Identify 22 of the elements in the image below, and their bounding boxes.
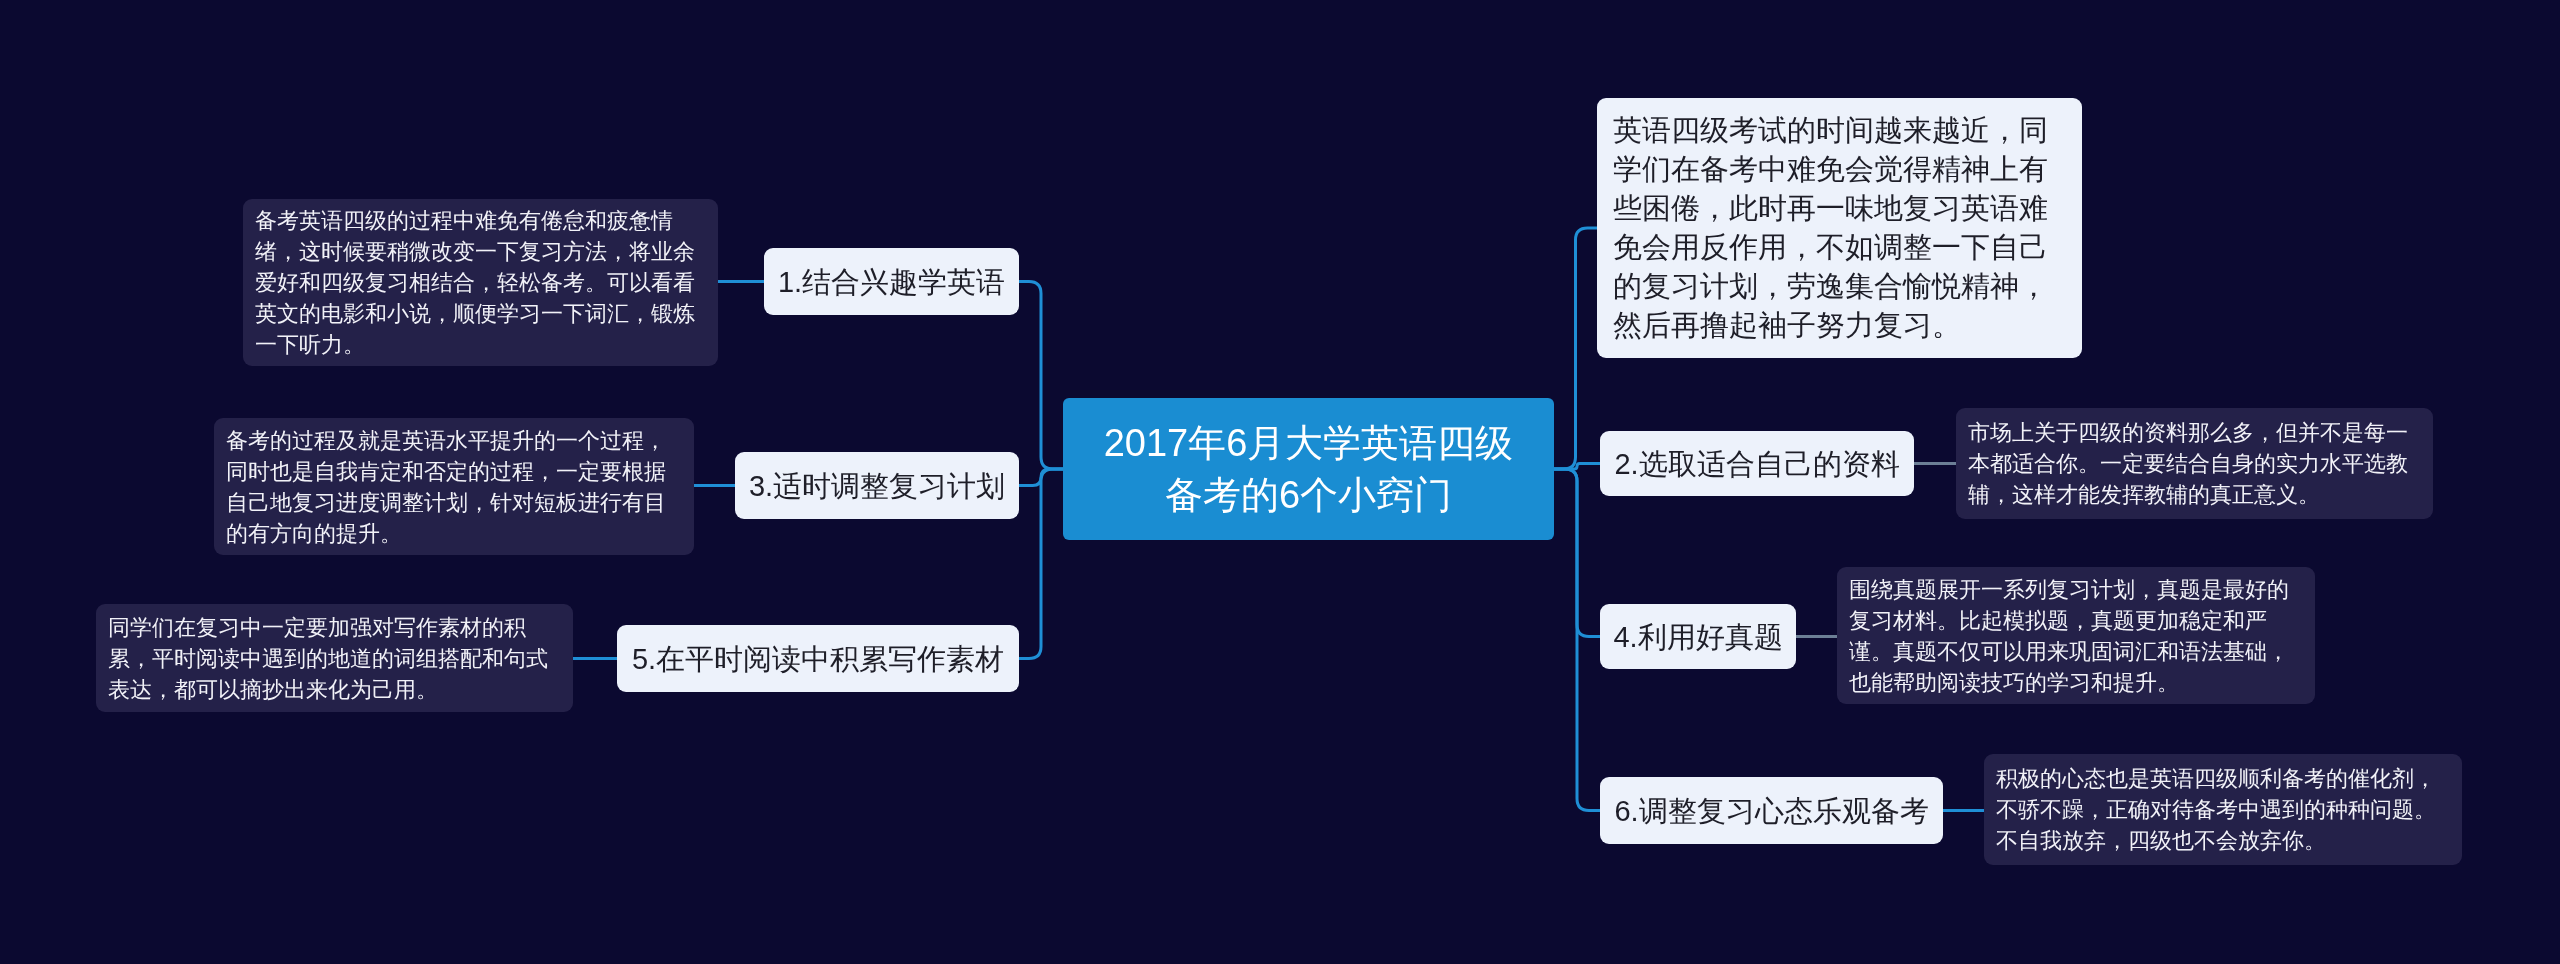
connector-line xyxy=(573,657,617,660)
connector-line xyxy=(1796,635,1837,638)
connector-line xyxy=(1914,462,1956,465)
subtopic-box: 6.调整复习心态乐观备考 xyxy=(1600,777,1943,844)
connector-line xyxy=(718,280,764,283)
connector-line xyxy=(1019,467,1063,660)
text-card: 英语四级考试的时间越来越近，同学们在备考中难免会觉得精神上有些困倦，此时再一味地复习英语难免会用反作用，不如调整一下自己的复习计划，劳逸集合愉悦精神，然后再撸起袖子努力复习。 xyxy=(1597,98,2082,358)
note-box: 围绕真题展开一系列复习计划，真题是最好的复习材料。比起模拟题，真题更加稳定和严谨。真题不仅可以用来巩固词汇和语法基础，也能帮助阅读技巧的学习和提升。 xyxy=(1837,567,2315,704)
note-box: 备考的过程及就是英语水平提升的一个过程，同时也是自我肯定和否定的过程，一定要根据自己地复习进度调整计划，针对短板进行有目的有方向的提升。 xyxy=(214,418,694,555)
subtopic-box: 2.选取适合自己的资料 xyxy=(1600,431,1914,496)
subtopic-box: 4.利用好真题 xyxy=(1600,604,1796,669)
subtopic-box: 5.在平时阅读中积累写作素材 xyxy=(617,625,1019,692)
note-box: 备考英语四级的过程中难免有倦怠和疲惫情绪，这时候要稍微改变一下复习方法，将业余爱好和四级复习相结合，轻松备考。可以看看英文的电影和小说，顺便学习一下词汇，锻炼一下听力。 xyxy=(243,199,718,366)
central-topic-box: 2017年6月大学英语四级备考的6个小窍门 xyxy=(1063,398,1554,540)
subtopic-box: 3.适时调整复习计划 xyxy=(735,452,1019,519)
connector-line xyxy=(694,484,735,487)
connector-line xyxy=(1554,467,1600,812)
note-box: 市场上关于四级的资料那么多，但并不是每一本都适合你。一定要结合自身的实力水平选教辅，这样才能发挥教辅的真正意义。 xyxy=(1956,408,2433,519)
connector-line xyxy=(1943,809,1984,812)
note-box: 积极的心态也是英语四级顺利备考的催化剂，不骄不躁，正确对待备考中遇到的种种问题。不自我放弃，四级也不会放弃你。 xyxy=(1984,754,2462,865)
subtopic-box: 1.结合兴趣学英语 xyxy=(764,248,1019,315)
note-box: 同学们在复习中一定要加强对写作素材的积累，平时阅读中遇到的地道的词组搭配和句式表达，都可以摘抄出来化为己用。 xyxy=(96,604,573,712)
